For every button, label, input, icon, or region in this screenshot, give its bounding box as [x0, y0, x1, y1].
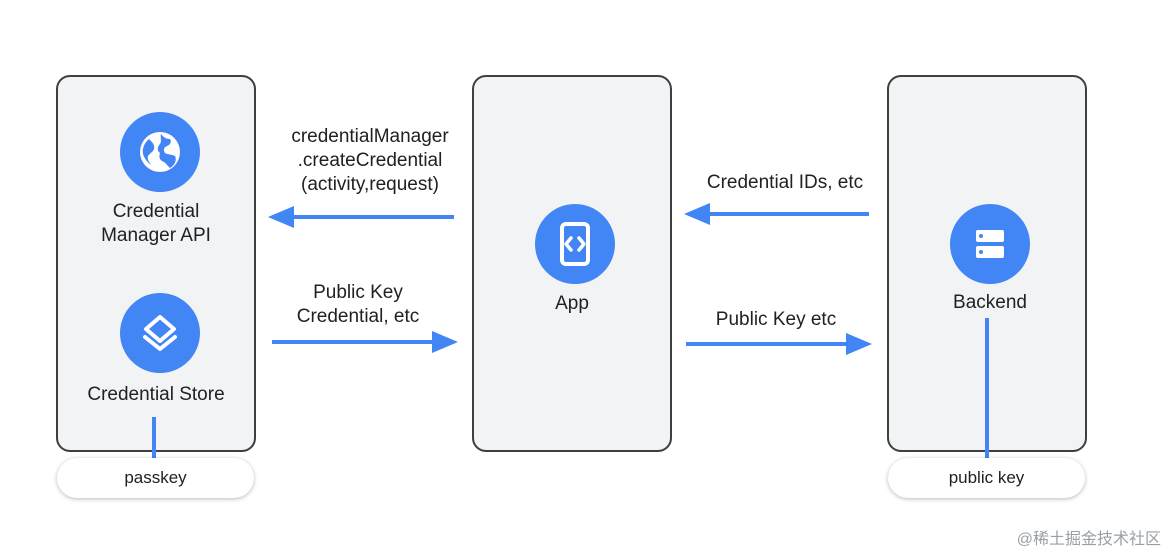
phone-code-icon	[535, 204, 615, 284]
layers-icon	[120, 293, 200, 373]
watermark: @稀土掘金技术社区	[1016, 531, 1161, 548]
server-icon	[950, 204, 1030, 284]
arrow-store-to-app	[272, 331, 458, 353]
backend-label: Backend	[953, 292, 1027, 313]
create-credential-label-line2: .createCredential	[297, 150, 443, 171]
public-key-etc-label: Public Key etc	[715, 309, 837, 330]
public-key-credential-label-line2: Credential, etc	[296, 306, 420, 327]
create-credential-label-line1: credentialManager	[291, 126, 449, 147]
arrow-backend-to-app	[684, 203, 869, 225]
create-credential-label: credentialManager .createCredential (act…	[270, 125, 470, 197]
public-key-credential-label: Public Key Credential, etc	[270, 281, 446, 329]
credential-manager-api-label-line2: Manager API	[101, 225, 211, 246]
credential-store-label: Credential Store	[87, 384, 225, 405]
credential-manager-api-label-line1: Credential	[112, 201, 200, 222]
create-credential-label-line3: (activity,request)	[301, 174, 439, 195]
app-label: App	[555, 293, 589, 314]
globe-icon	[120, 112, 200, 192]
app-panel	[472, 75, 672, 452]
credential-ids-label: Credential IDs, etc	[706, 172, 864, 193]
store-passkey-connector	[152, 417, 156, 458]
arrow-app-to-api	[268, 206, 454, 228]
arrow-app-to-backend	[686, 333, 872, 355]
public-key-credential-label-line1: Public Key	[313, 282, 403, 303]
credential-manager-api-label: Credential Manager API	[80, 200, 232, 248]
public-key-pill: public key	[888, 458, 1085, 498]
passkey-pill: passkey	[57, 458, 254, 498]
backend-publickey-connector	[985, 318, 989, 458]
